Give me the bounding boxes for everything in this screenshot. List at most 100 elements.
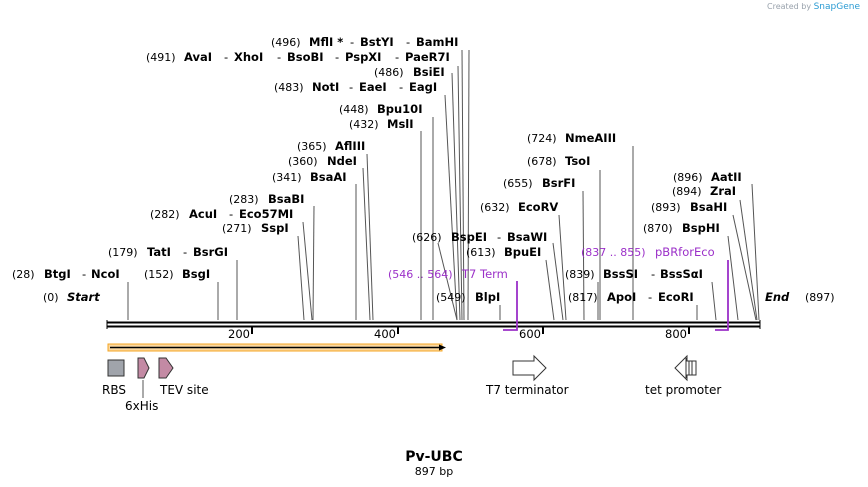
svg-text:-: -: [229, 207, 233, 221]
primer-t7-term-label[interactable]: (546 .. 564) T7 Term: [388, 267, 508, 281]
svg-text:ApoI: ApoI: [607, 290, 636, 304]
enzyme-bsabi[interactable]: (283) BsaBI: [229, 192, 304, 206]
svg-text:(724): (724): [527, 132, 557, 145]
enzyme-bsphi[interactable]: (870) BspHI: [643, 221, 720, 235]
svg-text:-: -: [335, 50, 339, 64]
enzyme-apoi-ecori[interactable]: (817) ApoI - EcoRI: [568, 290, 694, 304]
enzyme-ecorv[interactable]: (632) EcoRV: [480, 200, 558, 214]
svg-text:(179): (179): [108, 246, 138, 259]
enzyme-aatii[interactable]: (896) AatII: [673, 170, 742, 184]
svg-text:BsoBI: BsoBI: [287, 50, 324, 64]
svg-text:BsgI: BsgI: [182, 267, 210, 281]
svg-text:XhoI: XhoI: [234, 50, 263, 64]
svg-text:(341): (341): [272, 171, 302, 184]
feature-6xhis[interactable]: 6xHis: [125, 357, 158, 413]
enzyme-ndei[interactable]: (360) NdeI: [288, 154, 357, 168]
primer-pbrforeco-label[interactable]: (837 .. 855) pBRforEco: [581, 245, 715, 259]
primer-t7-term-mark[interactable]: [503, 281, 518, 331]
svg-text:BsaWI: BsaWI: [507, 230, 547, 244]
start-text: Start: [67, 290, 100, 304]
feature-tet-promoter[interactable]: tet promoter: [645, 354, 721, 397]
map-length: 897 bp: [415, 465, 453, 478]
enzyme-bsrfi[interactable]: (655) BsrFI: [503, 176, 575, 190]
enzyme-bsaai[interactable]: (341) BsaAI: [272, 170, 347, 184]
enzyme-btgi-ncoi[interactable]: (28) BtgI - NcoI: [12, 267, 120, 281]
enzyme-msli[interactable]: (432) MslI: [349, 117, 414, 131]
svg-text:RBS: RBS: [102, 383, 126, 397]
svg-text:BsaBI: BsaBI: [268, 192, 304, 206]
svg-text:(365): (365): [297, 140, 327, 153]
svg-text:MflI *: MflI *: [309, 35, 343, 49]
svg-text:-: -: [350, 35, 354, 49]
svg-text:-: -: [651, 267, 655, 281]
enzyme-bsssi-bssssai[interactable]: (839) BssSI - BssSαI: [565, 267, 703, 281]
svg-text:BsaAI: BsaAI: [310, 170, 347, 184]
svg-text:TatI: TatI: [147, 245, 171, 259]
svg-text:6xHis: 6xHis: [125, 399, 158, 413]
orf-arrow[interactable]: [107, 343, 446, 352]
enzyme-bsgi[interactable]: (152) BsgI: [144, 267, 210, 281]
svg-text:(655): (655): [503, 177, 533, 190]
svg-text:AatII: AatII: [711, 170, 742, 184]
svg-text:TsoI: TsoI: [565, 154, 590, 168]
svg-text:BsrGI: BsrGI: [193, 245, 228, 259]
svg-text:BspEI: BspEI: [451, 230, 487, 244]
svg-text:AflIII: AflIII: [335, 139, 365, 153]
svg-text:NotI: NotI: [312, 80, 339, 94]
feature-rbs[interactable]: RBS: [102, 359, 126, 397]
enzyme-afliii[interactable]: (365) AflIII: [297, 139, 365, 153]
enzyme-bspei-bsawi[interactable]: (626) BspEI - BsaWI: [412, 230, 547, 244]
svg-text:(448): (448): [339, 103, 369, 116]
svg-text:EagI: EagI: [409, 80, 437, 94]
svg-text:(893): (893): [651, 201, 681, 214]
end-label: End (897): [765, 290, 835, 304]
svg-text:TEV site: TEV site: [159, 383, 209, 397]
enzyme-acui-eco57mi[interactable]: (282) AcuI - Eco57MI: [150, 207, 293, 221]
enzyme-sspi[interactable]: (271) SspI: [222, 221, 289, 235]
enzyme-bpuei[interactable]: (613) BpuEI: [466, 245, 541, 259]
enzyme-avai-xhoi-bsobi-pspxi-paer7i[interactable]: (491) AvaI - XhoI - BsoBI - PspXI - PaeR…: [146, 50, 450, 64]
dna-backbone: [106, 320, 761, 329]
enzyme-tsoi[interactable]: (678) TsoI: [527, 154, 590, 168]
svg-text:-: -: [399, 80, 403, 94]
svg-text:-: -: [349, 80, 353, 94]
enzyme-mfli-bstyi-bamhi[interactable]: (496) MflI * - BstYI - BamHI: [271, 35, 458, 49]
svg-text:-: -: [82, 267, 86, 281]
svg-text:EcoRV: EcoRV: [518, 200, 558, 214]
svg-text:pBRforEco: pBRforEco: [655, 245, 715, 259]
brand-created-by: Created by: [767, 2, 812, 11]
svg-text:EcoRI: EcoRI: [658, 290, 694, 304]
feature-t7-terminator[interactable]: T7 terminator: [485, 354, 569, 397]
svg-text:(549): (549): [436, 291, 466, 304]
svg-text:(486): (486): [374, 66, 404, 79]
enzyme-bsahi[interactable]: (893) BsaHI: [651, 200, 727, 214]
svg-text:BstYI: BstYI: [360, 35, 394, 49]
svg-text:(491): (491): [146, 51, 176, 64]
svg-text:tet promoter: tet promoter: [645, 383, 721, 397]
svg-text:-: -: [648, 290, 652, 304]
enzyme-nmeaiii[interactable]: (724) NmeAIII: [527, 131, 616, 145]
svg-text:BsiEI: BsiEI: [413, 65, 445, 79]
tick-label-800: 800: [665, 327, 687, 341]
svg-text:(613): (613): [466, 246, 496, 259]
tick-label-400: 400: [374, 327, 396, 341]
enzyme-bsiei[interactable]: (486) BsiEI: [374, 65, 445, 79]
svg-text:(546 .. 564): (546 .. 564): [388, 268, 453, 281]
svg-text:(894): (894): [672, 185, 702, 198]
svg-text:(483): (483): [274, 81, 304, 94]
svg-text:NdeI: NdeI: [327, 154, 357, 168]
map-title: Pv-UBC: [405, 449, 463, 465]
enzyme-tati-bsrgi[interactable]: (179) TatI - BsrGI: [108, 245, 228, 259]
svg-text:BsaHI: BsaHI: [690, 200, 727, 214]
svg-text:(896): (896): [673, 171, 703, 184]
enzyme-zrai[interactable]: (894) ZraI: [672, 184, 736, 198]
enzyme-bpu10i[interactable]: (448) Bpu10I: [339, 102, 422, 116]
enzyme-noti-eaei-eagi[interactable]: (483) NotI - EaeI - EagI: [274, 80, 437, 94]
enzyme-blpi[interactable]: (549) BlpI: [436, 290, 500, 304]
svg-text:SspI: SspI: [261, 221, 289, 235]
svg-text:BtgI: BtgI: [44, 267, 71, 281]
primer-pbrforeco-mark[interactable]: [715, 260, 729, 331]
feature-tev-site[interactable]: TEV site: [158, 357, 209, 397]
end-text: End: [765, 290, 790, 304]
